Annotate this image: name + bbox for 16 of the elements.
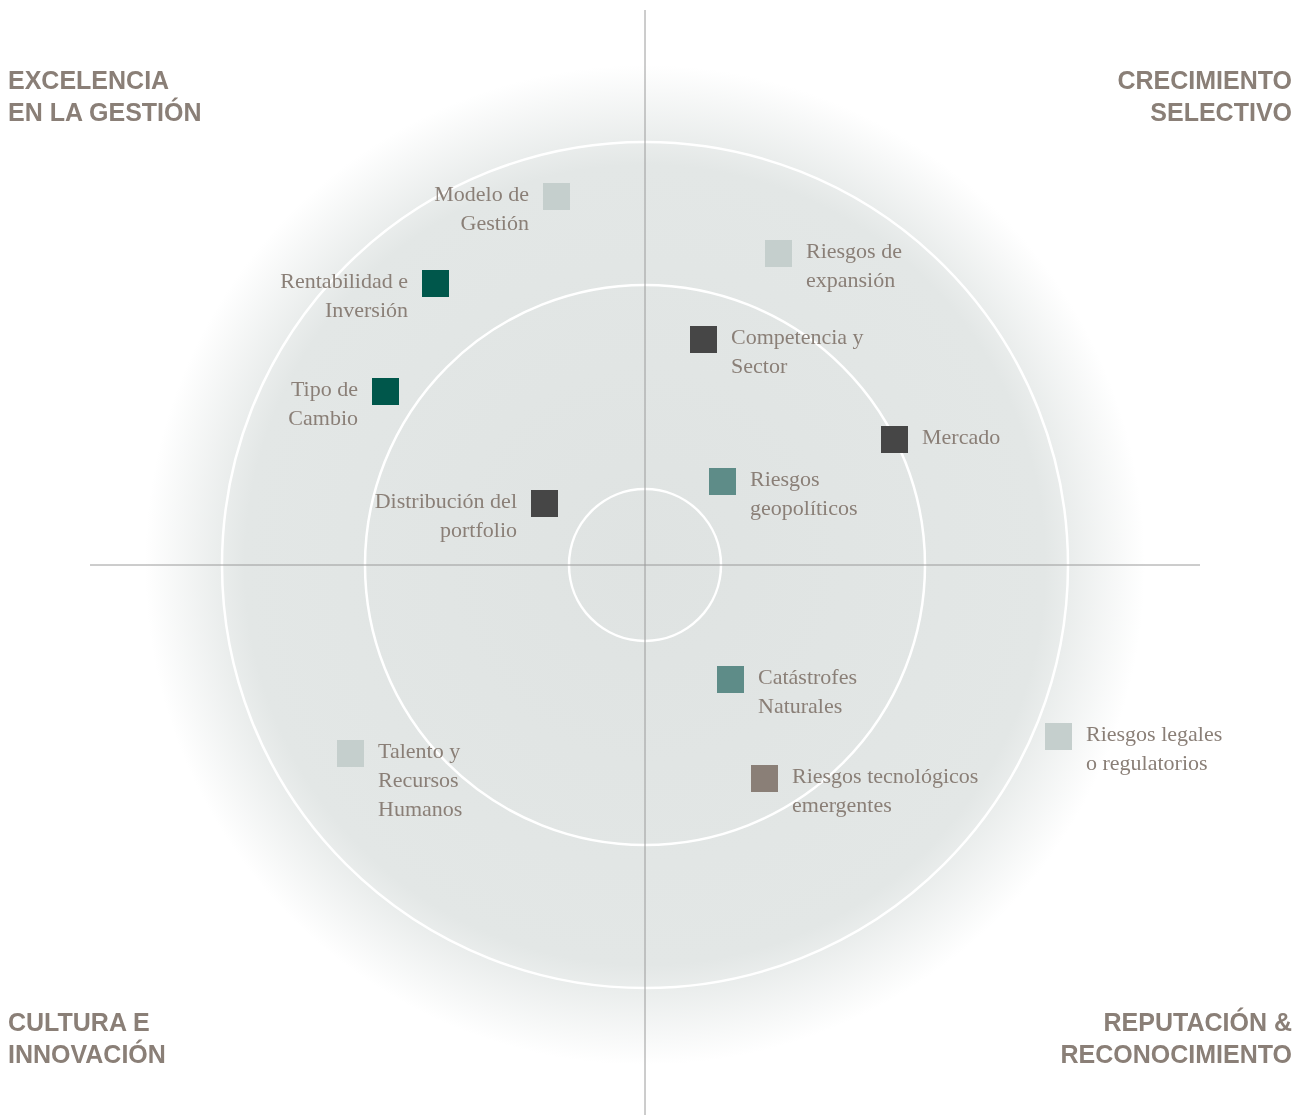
risk-label: Riesgos tecnológicos emergentes: [792, 762, 980, 819]
risk-label: Competencia y Sector: [731, 323, 865, 380]
risk-label: Riesgos de expansión: [806, 237, 903, 294]
risk-label: Catástrofes Naturales: [758, 663, 858, 720]
risk-label: Talento y Recursos Humanos: [378, 737, 464, 823]
quadrant-title: CULTURA E INNOVACIÓN: [8, 1008, 166, 1068]
quadrant-title: EXCELENCIA EN LA GESTIÓN: [8, 66, 202, 126]
quadrant-title: REPUTACIÓN & RECONOCIMIENTO: [1060, 1008, 1292, 1068]
risk-label: Riesgos legales o regulatorios: [1086, 720, 1224, 777]
risk-label: Mercado: [922, 423, 1001, 451]
risk-label: Modelo de Gestión: [433, 180, 529, 237]
risk-label: Riesgos geopolíticos: [750, 465, 859, 522]
risk-label: Distribución del portfolio: [373, 487, 517, 544]
risk-label: Tipo de Cambio: [287, 375, 358, 432]
quadrant-title: CRECIMIENTO SELECTIVO: [1117, 66, 1292, 126]
risk-label: Rentabilidad e Inversión: [279, 267, 408, 324]
